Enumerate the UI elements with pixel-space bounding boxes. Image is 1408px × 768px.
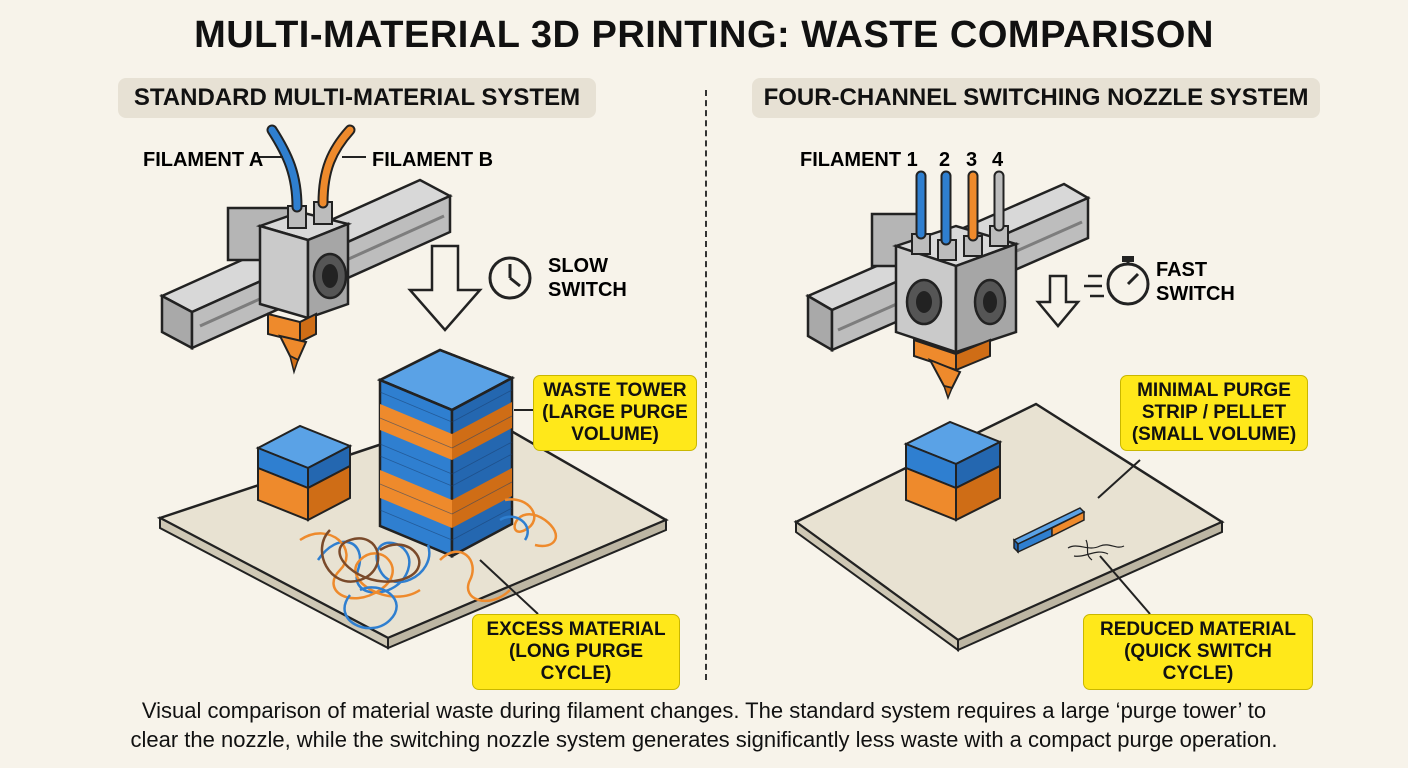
panel-divider: [705, 90, 707, 680]
waste-tower-callout-line1: WASTE TOWER: [543, 380, 687, 401]
minimal-purge-callout-line2: STRIP / PELLET: [1141, 402, 1287, 423]
clock-icon: [488, 256, 532, 300]
right-small-cube: [903, 420, 1003, 522]
filament-1-label: FILAMENT 1: [800, 149, 918, 171]
reduced-material-leader: [1099, 555, 1151, 615]
filament-4-label: 4: [992, 149, 1004, 171]
filament-2-label: 2: [939, 149, 950, 171]
waste-tower-callout: WASTE TOWER (LARGE PURGE VOLUME): [533, 375, 697, 451]
excess-material-callout-line1: EXCESS MATERIAL: [486, 619, 666, 640]
excess-material-callout-line2: (LONG PURGE CYCLE): [508, 641, 644, 684]
filament-b-label: FILAMENT B: [372, 149, 493, 171]
down-arrow-icon: [1035, 274, 1081, 328]
main-title: MULTI-MATERIAL 3D PRINTING: WASTE COMPAR…: [194, 14, 1214, 56]
reduced-material-callout-line1: REDUCED MATERIAL: [1100, 619, 1296, 640]
right-print-head: [870, 212, 1020, 401]
left-small-cube: [255, 424, 353, 522]
purge-strip: [1012, 507, 1086, 554]
caption: Visual comparison of material waste duri…: [20, 696, 1388, 754]
right-print-bed: [793, 402, 1225, 652]
minimal-purge-leader: [1097, 459, 1141, 499]
waste-tower-callout-line3: VOLUME): [571, 424, 659, 445]
fast-switch-label-line2: SWITCH: [1156, 283, 1235, 305]
left-panel-title: STANDARD MULTI-MATERIAL SYSTEM: [118, 78, 596, 118]
waste-tower-callout-line2: (LARGE PURGE: [542, 402, 688, 423]
right-panel-title: FOUR-CHANNEL SWITCHING NOZZLE SYSTEM: [752, 78, 1320, 118]
filament-3-label: 3: [966, 149, 977, 171]
left-filament-tubes: [266, 124, 356, 213]
stray-strands: [1067, 539, 1125, 561]
excess-material-leader: [479, 559, 539, 615]
caption-line2: clear the nozzle, while the switching no…: [130, 727, 1278, 752]
filament-a-label: FILAMENT A: [143, 149, 263, 171]
minimal-purge-callout-line3: (SMALL VOLUME): [1131, 424, 1297, 445]
slow-switch-label-line1: SLOW: [548, 255, 608, 277]
left-print-head: [226, 201, 353, 375]
caption-line1: Visual comparison of material waste duri…: [141, 698, 1267, 723]
reduced-material-callout: REDUCED MATERIAL (QUICK SWITCH CYCLE): [1083, 614, 1313, 690]
fast-switch-label-line1: FAST: [1156, 259, 1207, 281]
reduced-material-callout-line2: (QUICK SWITCH CYCLE): [1124, 641, 1272, 684]
down-arrow-icon: [407, 244, 483, 332]
stopwatch-icon: [1084, 256, 1150, 306]
tangled-waste-filament: [299, 498, 558, 630]
minimal-purge-callout-line1: MINIMAL PURGE: [1137, 380, 1291, 401]
slow-switch-label-line2: SWITCH: [548, 279, 627, 301]
excess-material-callout: EXCESS MATERIAL (LONG PURGE CYCLE): [472, 614, 680, 690]
purge-tower: [376, 348, 515, 559]
minimal-purge-callout: MINIMAL PURGE STRIP / PELLET (SMALL VOLU…: [1120, 375, 1308, 451]
right-filament-tubes: [915, 170, 1005, 246]
